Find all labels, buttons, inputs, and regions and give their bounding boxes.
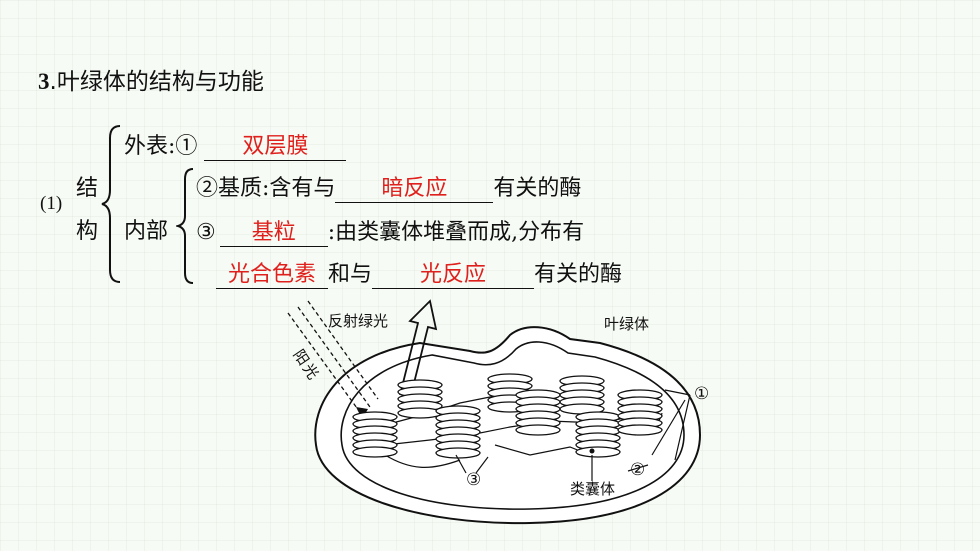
grana2-suffix: 有关的酶: [534, 262, 623, 287]
pigment-answer: 光合色素: [216, 262, 328, 289]
sunlight-rays: [287, 300, 379, 416]
outer-answer: 双层膜: [204, 134, 347, 161]
inner-label: 内部: [124, 219, 169, 244]
label-gou: 构: [76, 219, 99, 244]
grana2-middle: 和与: [328, 262, 373, 287]
grana-suffix: :由类囊体堆叠而成,分布有: [327, 220, 585, 245]
thylakoid-disc: [397, 407, 443, 419]
label-jie: 结: [76, 176, 99, 201]
inner-brace: [176, 168, 194, 284]
granum-stack: [559, 375, 605, 415]
granum-stack: [352, 411, 398, 458]
thylakoid-disc: [617, 424, 663, 436]
granum-stack: [397, 379, 443, 419]
stroma-answer: 暗反应: [335, 176, 494, 203]
outer-label: 外表:: [124, 134, 176, 159]
thylakoid-disc: [435, 447, 481, 459]
outer-marker: ①: [175, 134, 198, 159]
light-reaction-answer: 光反应: [372, 262, 535, 289]
chloroplast-diagram: [287, 299, 702, 525]
outer-membrane: [314, 326, 702, 525]
thylakoid-disc: [515, 424, 561, 436]
thylakoid-disc: [575, 446, 621, 458]
leader-lines: [455, 389, 691, 481]
grana-stacks: [352, 373, 663, 459]
thylakoid-disc: [352, 446, 398, 458]
marker-1: ①: [694, 384, 710, 404]
section-heading: 3.叶绿体的结构与功能: [38, 62, 264, 96]
label-reflect-green-light: 反射绿光: [328, 312, 389, 330]
granum-stack: [575, 411, 621, 458]
section-number: 3: [38, 69, 50, 94]
reflect-arrow: [399, 299, 438, 400]
stroma-suffix: 有关的酶: [493, 176, 582, 201]
stroma-row: ②基质:含有与暗反应有关的酶: [196, 170, 581, 203]
grana-marker: ③: [196, 220, 216, 245]
item-index: (1): [40, 193, 63, 214]
label-chloroplast: 叶绿体: [604, 315, 650, 333]
big-brace: [101, 125, 121, 283]
grana-answer: 基粒: [219, 220, 328, 247]
label-thylakoid: 类囊体: [570, 480, 616, 498]
granum-stack: [515, 389, 561, 436]
outer-row: 外表:① 双层膜: [124, 128, 347, 161]
granum-stack: [435, 405, 481, 459]
granum-stack: [617, 389, 663, 436]
inner-membrane: [340, 341, 685, 510]
section-dot: .: [49, 69, 57, 95]
marker-2: ②: [630, 460, 646, 480]
grana-row-2: 光合色素和与光反应有关的酶: [216, 256, 622, 289]
stroma-prefix: ②基质:含有与: [196, 176, 336, 201]
granum-stack: [487, 373, 533, 413]
marker-3: ③: [466, 470, 482, 490]
section-title: 叶绿体的结构与功能: [56, 69, 264, 95]
